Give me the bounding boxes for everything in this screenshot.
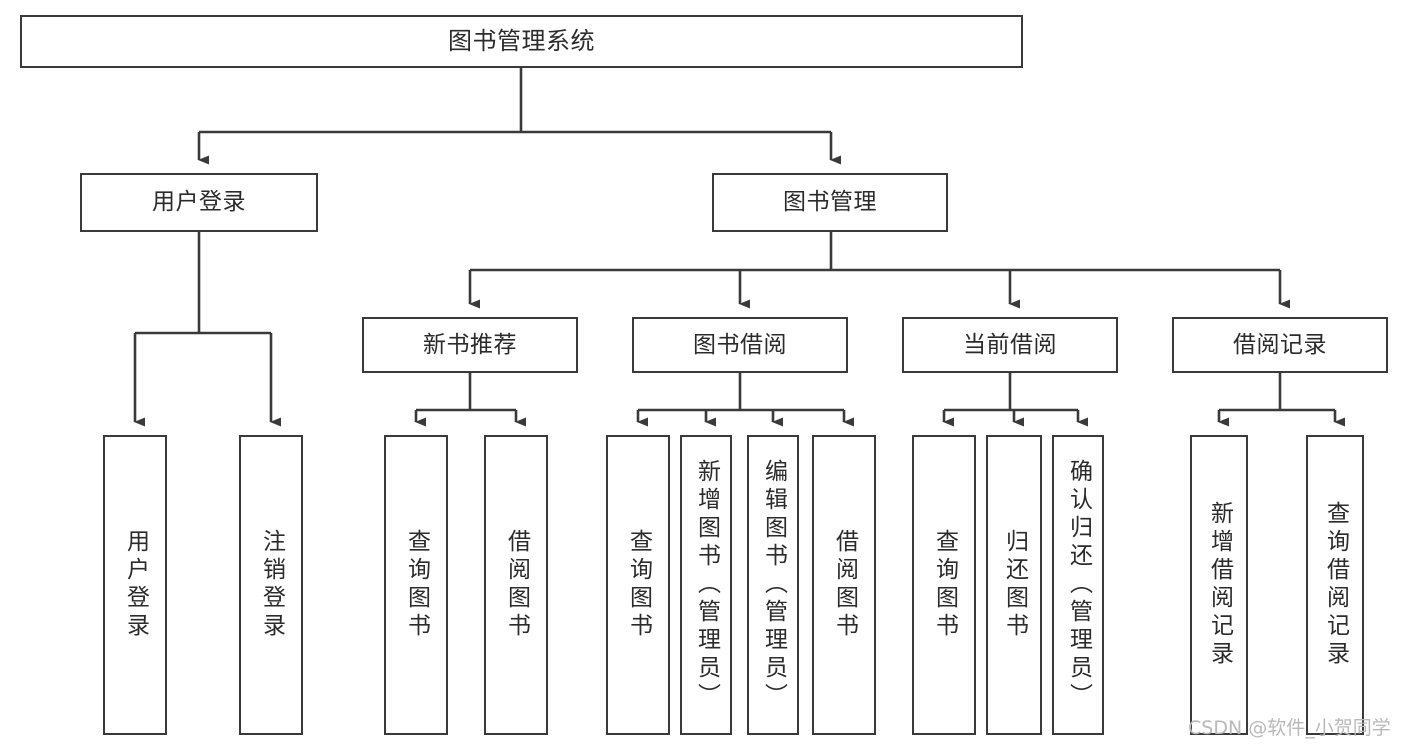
leaf-user-login-label: 用户登录: [122, 529, 149, 641]
node-borrow-record-label: 借阅记录: [1233, 331, 1327, 358]
node-borrow-record[interactable]: 借阅记录: [1172, 317, 1388, 373]
node-book-manage[interactable]: 图书管理: [712, 173, 948, 232]
leaf-query-book-rec-label: 查询图书: [403, 529, 430, 641]
leaf-edit-book-label: 编辑图书（管理员）: [760, 459, 787, 711]
leaf-borrow-book[interactable]: 借阅图书: [812, 435, 876, 735]
node-new-book-rec-label: 新书推荐: [423, 331, 517, 358]
leaf-add-book[interactable]: 新增图书（管理员）: [680, 435, 732, 735]
leaf-query-book-borrow[interactable]: 查询图书: [606, 435, 670, 735]
leaf-borrow-book-rec-label: 借阅图书: [503, 529, 530, 641]
leaf-logout-label: 注销登录: [258, 529, 285, 641]
leaf-query-book-cur[interactable]: 查询图书: [912, 435, 976, 735]
leaf-query-book-borrow-label: 查询图书: [625, 529, 652, 641]
leaf-query-record-label: 查询借阅记录: [1322, 501, 1349, 669]
leaf-return-book-label: 归还图书: [1001, 529, 1028, 641]
node-user-login-label: 用户登录: [152, 189, 246, 216]
node-new-book-rec[interactable]: 新书推荐: [362, 317, 578, 373]
leaf-query-book-rec[interactable]: 查询图书: [384, 435, 448, 735]
leaf-add-record[interactable]: 新增借阅记录: [1190, 435, 1248, 735]
node-current-borrow[interactable]: 当前借阅: [902, 317, 1118, 373]
leaf-borrow-book-rec[interactable]: 借阅图书: [484, 435, 548, 735]
node-root-label: 图书管理系统: [448, 26, 595, 55]
leaf-borrow-book-label: 借阅图书: [831, 529, 858, 641]
leaf-edit-book[interactable]: 编辑图书（管理员）: [747, 435, 799, 735]
leaf-query-record[interactable]: 查询借阅记录: [1306, 435, 1364, 735]
leaf-return-book[interactable]: 归还图书: [986, 435, 1042, 735]
node-current-borrow-label: 当前借阅: [963, 331, 1057, 358]
leaf-logout[interactable]: 注销登录: [239, 435, 303, 735]
leaf-add-book-label: 新增图书（管理员）: [693, 459, 720, 711]
leaf-confirm-return[interactable]: 确认归还（管理员）: [1052, 435, 1104, 735]
node-book-manage-label: 图书管理: [783, 189, 877, 216]
csdn-watermark: CSDN @软件_小贺同学: [1188, 717, 1391, 739]
node-book-borrow-label: 图书借阅: [693, 331, 787, 358]
node-user-login[interactable]: 用户登录: [80, 173, 318, 232]
leaf-query-book-cur-label: 查询图书: [931, 529, 958, 641]
leaf-user-login[interactable]: 用户登录: [103, 435, 167, 735]
leaf-add-record-label: 新增借阅记录: [1206, 501, 1233, 669]
leaf-confirm-return-label: 确认归还（管理员）: [1065, 459, 1092, 711]
node-book-borrow[interactable]: 图书借阅: [632, 317, 848, 373]
node-root[interactable]: 图书管理系统: [20, 15, 1023, 68]
